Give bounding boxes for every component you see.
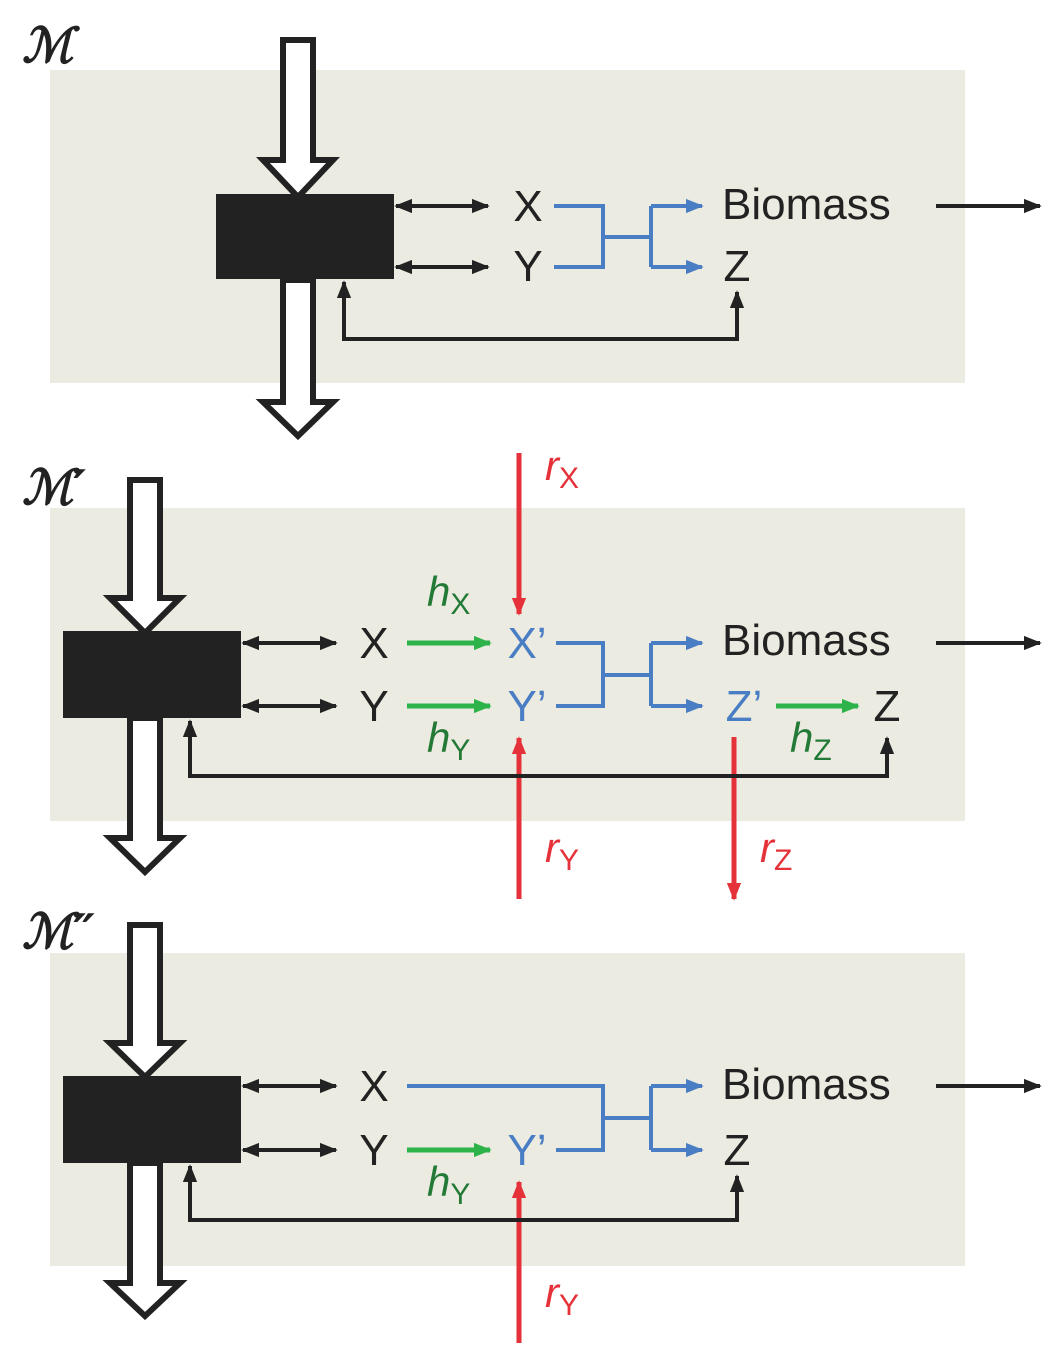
z-feedback-loop [336,280,745,341]
secretion-hollow-arrow [102,715,188,877]
r-y-label: rY [545,824,579,877]
node-x: X [513,182,542,231]
node-x: X [359,1062,388,1111]
secretion-hollow-arrow [255,277,341,441]
node-x-prime: X’ [507,619,546,668]
reaction-bracket [554,204,653,269]
uptake-hollow-arrow [256,37,340,202]
node-x: X [359,619,388,668]
node-biomass: Biomass [722,1060,891,1109]
node-biomass: Biomass [722,616,891,665]
node-z-prime: Z’ [726,682,763,731]
node-y-prime: Y’ [507,682,546,731]
node-z: Z [724,1126,751,1175]
panel-m-prime: ℳ′ X Y hX hY X’ Y’ rX rY Biomass Z’ hZ Z… [22,442,1042,901]
node-y-prime: Y’ [507,1126,546,1175]
cell-black-box [216,194,394,279]
z-feedback-loop [182,719,895,778]
uptake-hollow-arrow [102,922,188,1082]
h-x-label: hX [427,568,470,621]
panel-m-title: ℳ [22,18,81,74]
r-y-label: rY [545,1269,579,1322]
r-x-label: rX [545,442,579,495]
panel-m: ℳ X Y Biomass Z [22,18,1042,441]
reaction-bracket [407,1084,653,1152]
panel-m-double-prime-title: ℳ″ [22,904,95,960]
node-z: Z [874,682,901,731]
cell-black-box [63,1076,241,1163]
panel-m-prime-title: ℳ′ [22,460,86,516]
panel-m-background [50,70,965,383]
cell-black-box [63,631,241,718]
uptake-hollow-arrow [102,477,188,638]
node-biomass: Biomass [722,180,891,229]
reaction-bracket [556,641,653,708]
secretion-hollow-arrow [102,1160,188,1321]
panel-m-double-prime: ℳ″ X Y hY Y’ rY Biomass Z [22,904,1042,1343]
z-feedback-loop [182,1164,745,1222]
r-z-label: rZ [760,824,792,877]
node-z: Z [724,242,751,291]
node-y: Y [359,1126,388,1175]
node-y: Y [513,242,542,291]
node-y: Y [359,682,388,731]
